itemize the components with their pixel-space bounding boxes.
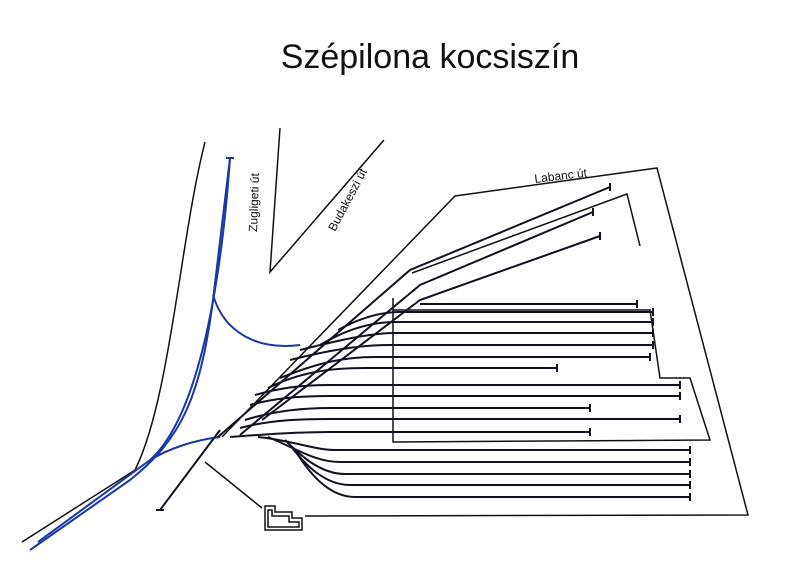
depot-tracks [156,183,691,511]
street-label-labanc: Labanc út [534,166,589,186]
tram-line [29,157,301,551]
street-label-zugligeti: Zugligeti út [246,172,262,232]
map-title: Szépilona kocsiszín [280,38,580,76]
street-outlines [21,127,749,543]
